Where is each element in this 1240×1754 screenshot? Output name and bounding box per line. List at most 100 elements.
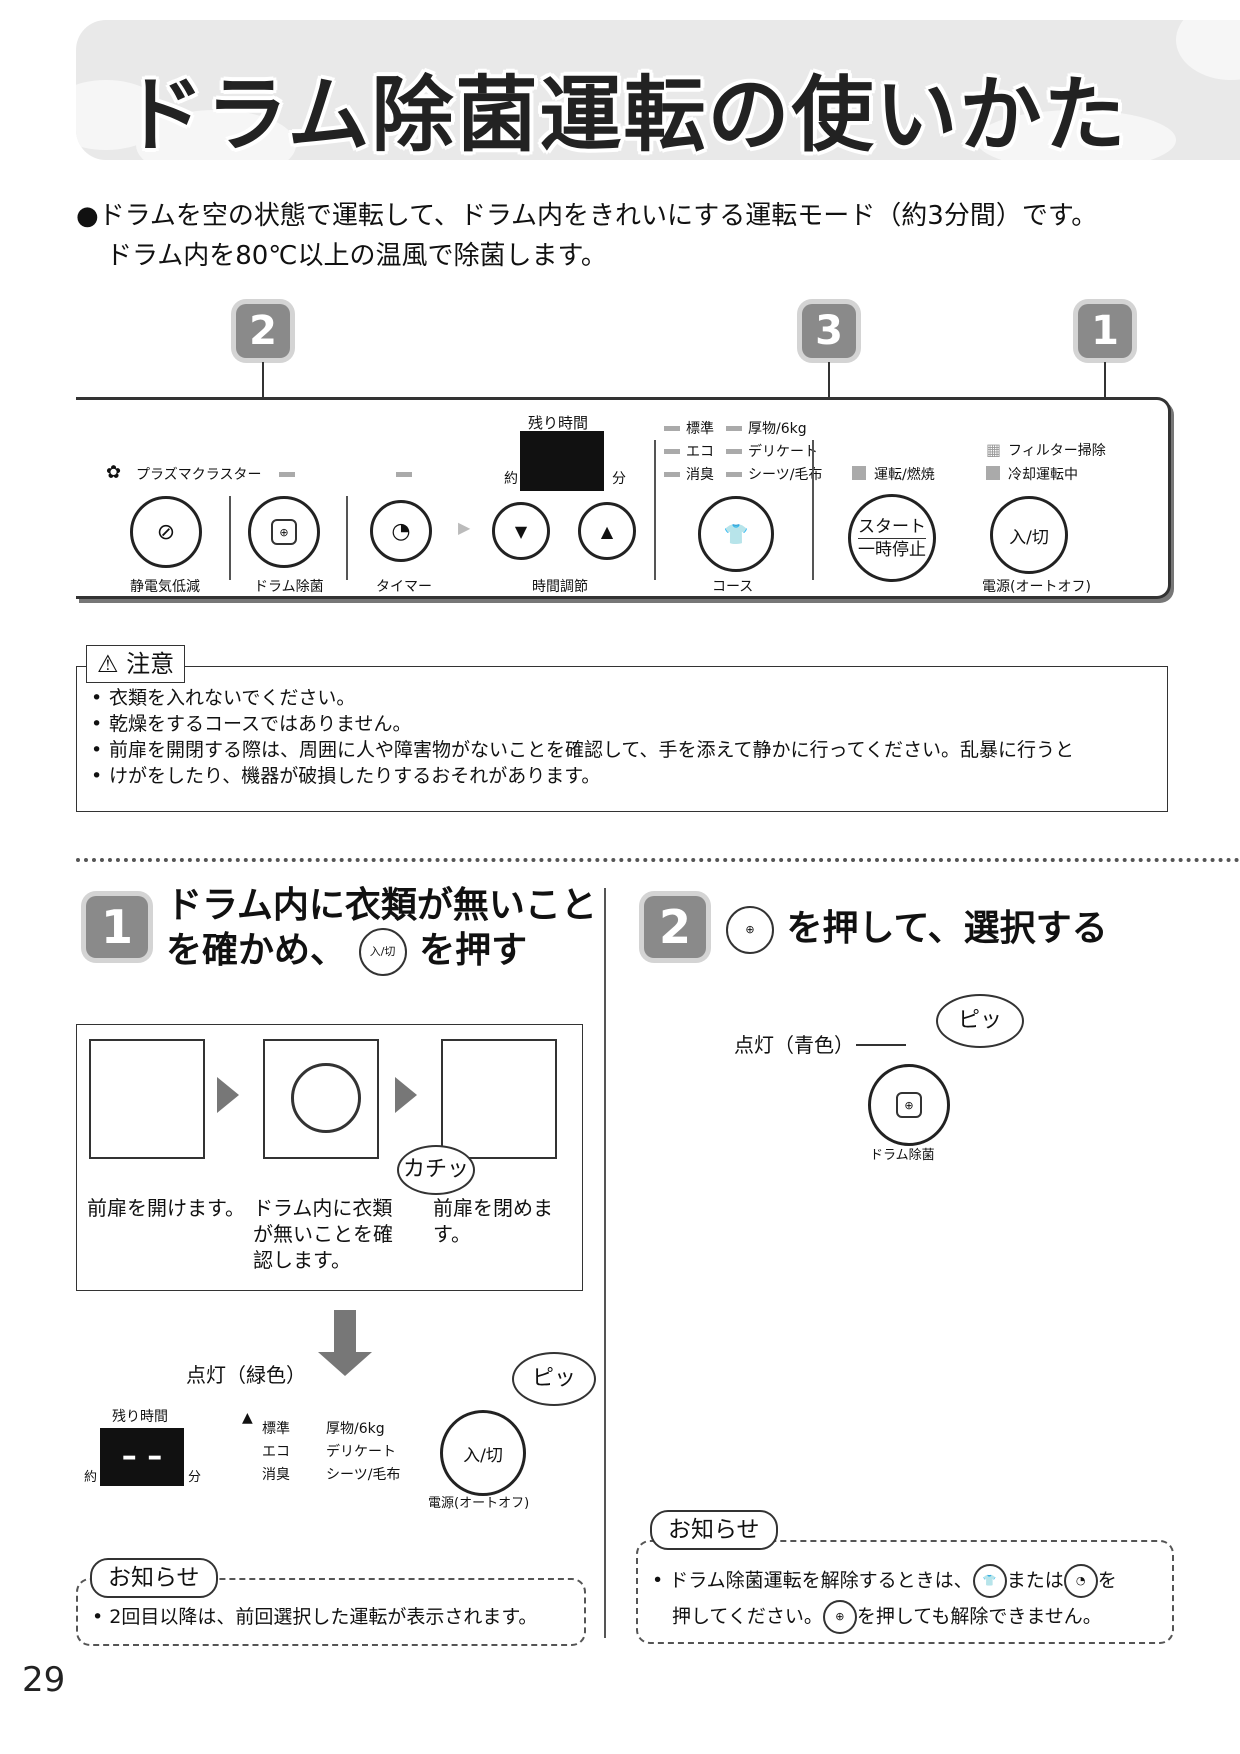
static-icon: ⊘: [156, 519, 176, 545]
power-button[interactable]: 入/切: [440, 1410, 526, 1496]
course-sheets: シーツ/毛布: [326, 1467, 401, 1483]
down-arrow-head: [318, 1352, 372, 1376]
caution-item-continued: けがをしたり、機器が破損したりするおそれがあります。: [91, 763, 1167, 789]
drum-icon: ⊕: [271, 519, 297, 545]
step-1-badge: 1: [86, 896, 148, 958]
drum-icon: [291, 1063, 361, 1133]
caution-item: 前扉を開閉する際は、周囲に人や障害物がないことを確認して、手を添えて静かに行って…: [91, 737, 1167, 763]
start-pause-button[interactable]: スタート 一時停止: [848, 494, 936, 582]
cooling-label: 冷却運転中: [1008, 467, 1078, 483]
notice-text: • ドラム除菌運転を解除するときは、: [652, 1569, 973, 1592]
caution-title: 注意: [126, 650, 175, 678]
notice-line-2: 押してください。⊕を押しても解除できません。: [672, 1600, 1102, 1634]
drum-small-icon: ⊕: [822, 1600, 857, 1634]
power-caption: 電源(オートオフ): [428, 1496, 530, 1511]
notice-line-1: • ドラム除菌運転を解除するときは、👕または◔を: [652, 1564, 1117, 1598]
step-1-title-line1: ドラム内に衣類が無いこと: [166, 885, 597, 926]
caution-item: 乾燥をするコースではありません。: [91, 711, 1167, 737]
course-button[interactable]: 👕: [698, 496, 774, 572]
intro-line-1: ●ドラムを空の状態で運転して、ドラム内をきれいにする運転モード（約3分間）です。: [76, 201, 1098, 231]
course-delicate: デリケート: [748, 444, 818, 460]
filter-label: フィルター掃除: [1008, 443, 1106, 459]
callout-badge-1: 1: [1078, 304, 1132, 358]
notice-text: を押しても解除できません。: [856, 1605, 1102, 1628]
course-thick: 厚物/6kg: [326, 1421, 385, 1437]
course-delicate: デリケート: [326, 1444, 396, 1460]
drum-sterilize-button[interactable]: ⊕: [248, 496, 320, 568]
power-button[interactable]: 入/切: [990, 496, 1068, 574]
caution-box: 衣類を入れないでください。 乾燥をするコースではありません。 前扉を開閉する際は…: [76, 666, 1168, 812]
approx-label: 約: [504, 471, 518, 487]
course-sheets: シーツ/毛布: [748, 467, 823, 483]
static-reduce-button[interactable]: ⊘: [130, 496, 202, 568]
clock-small-icon: ◔: [1063, 1564, 1098, 1598]
triangle-icon: ▶: [458, 518, 471, 537]
drum-small-icon: ⊕: [726, 906, 774, 954]
divider: [812, 440, 814, 580]
remaining-time-label: 残り時間: [528, 414, 589, 432]
power-label: 入/切: [1009, 527, 1049, 548]
clock-icon: ◔: [391, 518, 411, 544]
door-illustration-frame: カチッ 前扉を開けます。 ドラム内に衣類 が無いことを確 認します。 前扉を閉め…: [76, 1024, 583, 1291]
timer-button[interactable]: ◔: [370, 500, 432, 562]
page-header: ドラム除菌運転の使いかた: [76, 20, 1240, 160]
caption-line: ドラム内に衣類: [253, 1196, 393, 1220]
notice-text: または: [1006, 1569, 1064, 1592]
lit-blue-label: 点灯（青色）: [734, 1033, 854, 1057]
notice-text: • 2回目以降は、前回選択した運転が表示されます。: [92, 1606, 538, 1628]
notice-tag: お知らせ: [650, 1510, 778, 1550]
drum-led: [279, 472, 295, 477]
static-reduce-label: 静電気低減: [130, 579, 200, 595]
minutes-label: 分: [612, 471, 626, 487]
caption-close-door: 前扉を閉めます。: [433, 1196, 553, 1246]
callout-badge-2: 2: [236, 304, 290, 358]
plasma-icon: ✿: [106, 462, 122, 483]
beep-bubble: ピッ: [512, 1352, 596, 1406]
course-eco: エコ: [262, 1444, 290, 1460]
time-adjust-label: 時間調節: [532, 579, 588, 595]
drum-sterilize-label: ドラム除菌: [254, 579, 324, 595]
washer-open-image: [263, 1039, 379, 1159]
dotted-divider: [76, 858, 1240, 862]
drum-sterilize-label: ドラム除菌: [870, 1148, 935, 1163]
drum-sterilize-button[interactable]: ⊕: [868, 1064, 950, 1146]
notice-text: を: [1097, 1569, 1117, 1592]
remaining-time-label: 残り時間: [112, 1409, 168, 1425]
pause-label: 一時停止: [858, 539, 926, 560]
notice-tag: お知らせ: [90, 1558, 218, 1598]
down-arrow-icon: ▼: [514, 521, 528, 541]
click-sound-bubble: カチッ: [397, 1145, 475, 1195]
filter-icon: ▦: [986, 440, 1002, 459]
timer-led: [396, 472, 412, 477]
time-up-button[interactable]: ▲: [578, 502, 636, 560]
intro-line-2: ドラム内を80℃以上の温風で除菌します。: [106, 241, 607, 271]
approx-label: 約: [84, 1470, 98, 1485]
divider: [229, 496, 231, 580]
course-deodorize: 消臭: [686, 467, 714, 483]
caption-line: 認します。: [253, 1248, 351, 1272]
leader-line: [856, 1044, 906, 1046]
step-2-title: ⊕ を押して、選択する: [726, 906, 1108, 954]
step-1-title: ドラム内に衣類が無いこと を確かめ、 入/切 を押す: [166, 884, 597, 976]
course-thick: 厚物/6kg: [748, 421, 807, 437]
divider: [654, 440, 656, 580]
caption-open-door: 前扉を開けます。: [87, 1196, 245, 1220]
run-indicator: [852, 466, 866, 480]
run-label: 運転/燃焼: [874, 467, 935, 483]
warning-icon: ⚠: [97, 650, 119, 678]
washer-closed-image: [441, 1039, 557, 1159]
caution-tag: ⚠ 注意: [86, 645, 186, 683]
course-standard: 標準: [686, 421, 714, 437]
beep-bubble: ピッ: [936, 994, 1024, 1048]
time-down-button[interactable]: ▼: [492, 502, 550, 560]
shirt-small-icon: 👕: [972, 1564, 1007, 1598]
course-deodorize: 消臭: [262, 1467, 290, 1483]
pointer-icon: ▲: [242, 1410, 253, 1426]
page-title: ドラム除菌運転の使いかた: [122, 68, 1128, 160]
lit-green-label: 点灯（緑色）: [186, 1363, 306, 1387]
power-small-icon: 入/切: [358, 928, 407, 976]
step-1-notice: • 2回目以降は、前回選択した運転が表示されます。: [76, 1578, 586, 1646]
washer-closed-image: [89, 1039, 205, 1159]
course-eco: エコ: [686, 444, 714, 460]
arrow-right-icon: [395, 1077, 417, 1113]
